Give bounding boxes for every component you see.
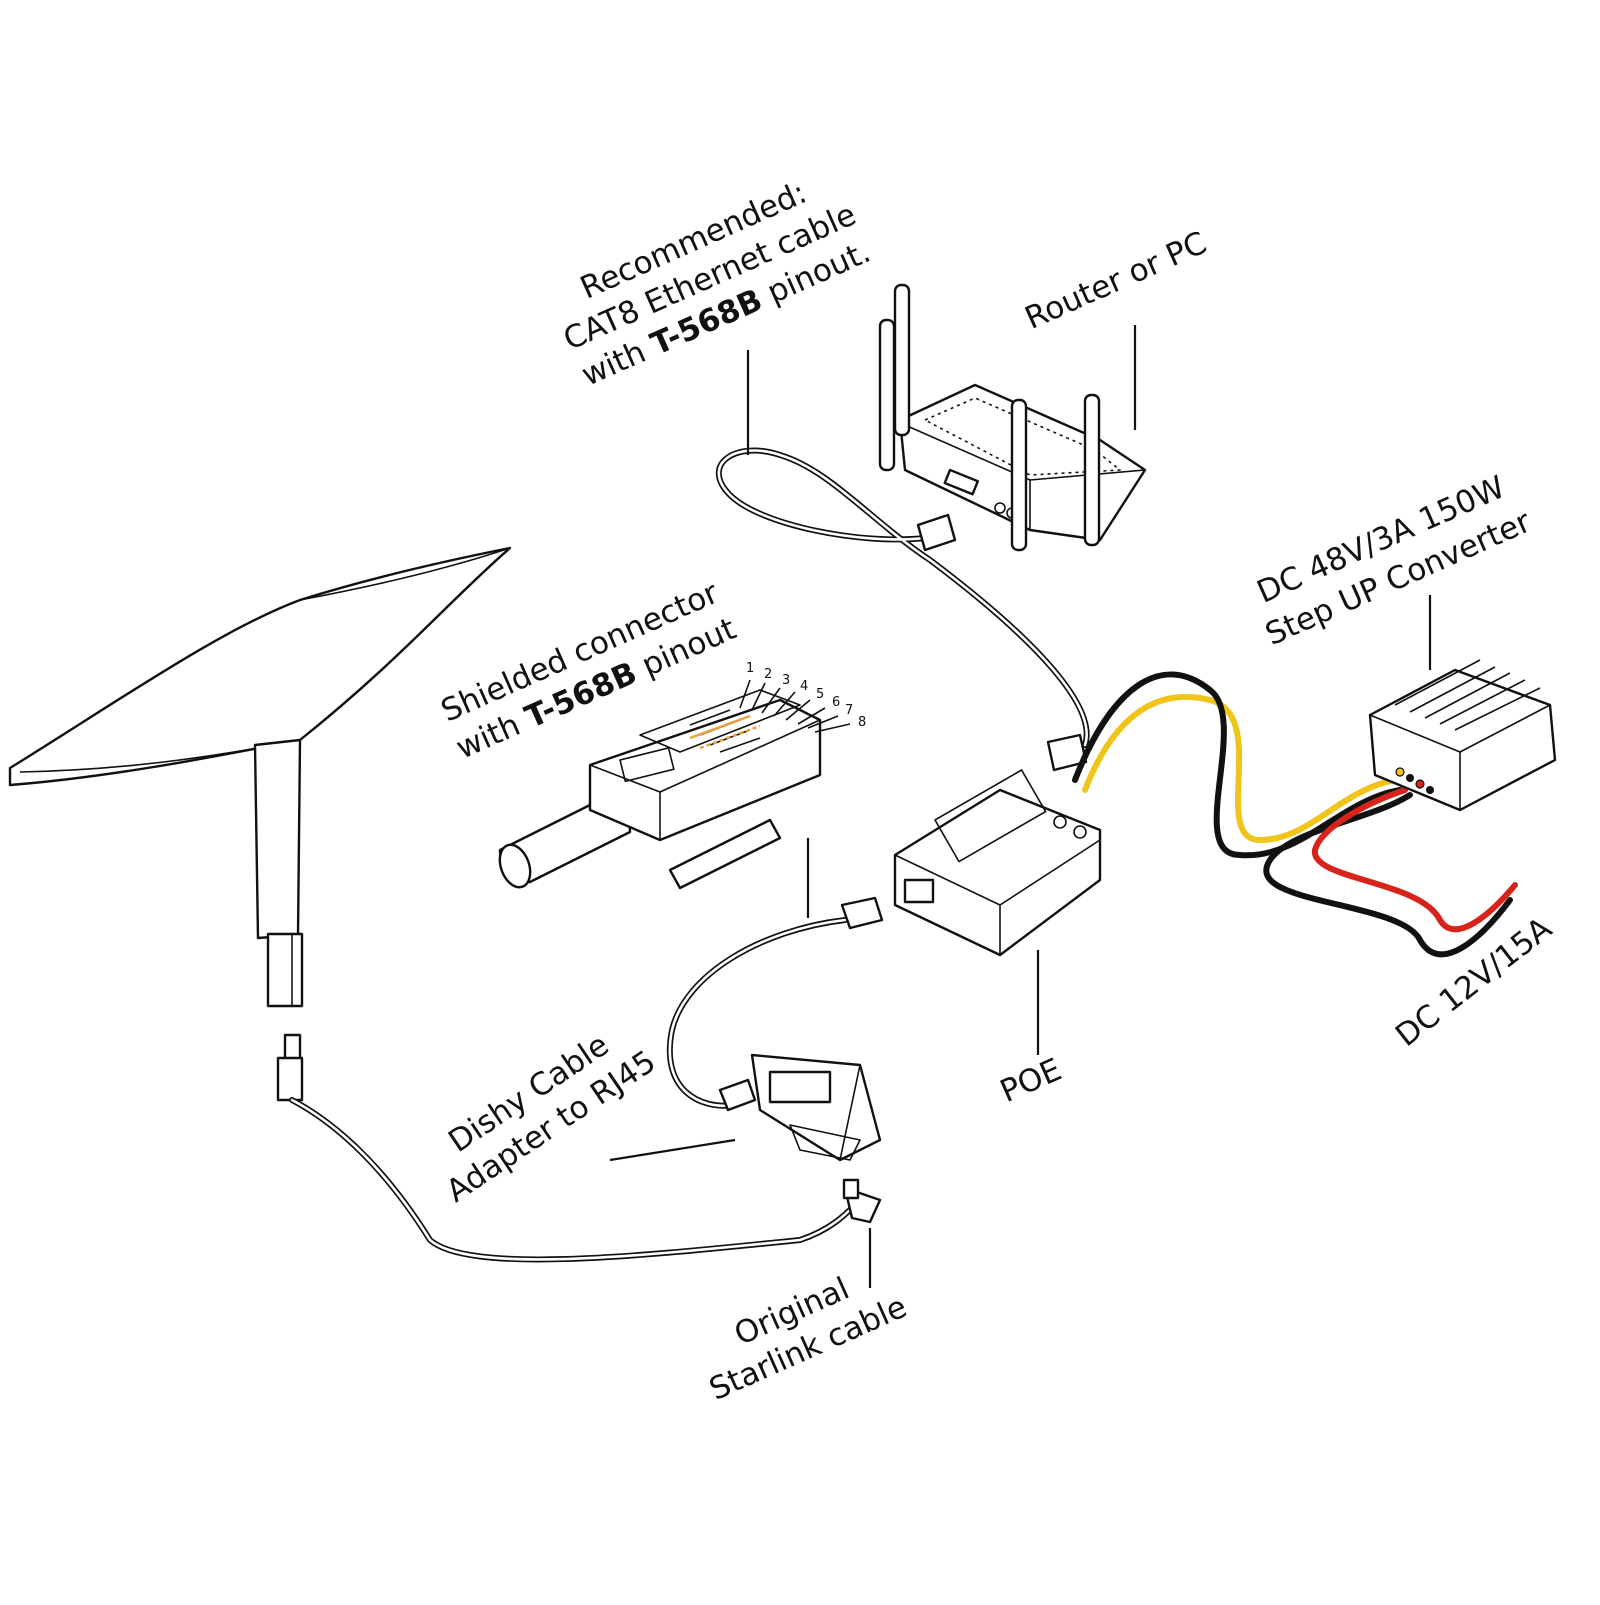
shielded-connector: 1 2 3 4 5 6 7 8 [498, 661, 866, 890]
pin-label-7: 7 [845, 703, 853, 718]
router-label: Router or PC [1020, 225, 1212, 337]
pin-label-3: 3 [782, 673, 790, 688]
pin-label-8: 8 [858, 715, 866, 730]
pin-label-6: 6 [832, 695, 840, 710]
ethernet-cable [715, 447, 1090, 772]
label-recommended-cable: Recommended: CAT8 Ethernet cable with T-… [558, 175, 876, 394]
step-up-converter [1368, 659, 1557, 812]
pin-label-5: 5 [816, 687, 824, 702]
label-starlink-cable: Original Starlink cable [704, 1271, 912, 1408]
router [878, 283, 1147, 552]
pin-label-4: 4 [800, 679, 808, 694]
adapter-patch-cable [667, 896, 884, 1112]
pin-label-1: 1 [746, 661, 754, 676]
starlink-dish [8, 546, 512, 1102]
dishy-cable-adapter [750, 1053, 882, 1162]
poe-label: POE [995, 1052, 1067, 1110]
label-dishy-adapter: Dishy Cable Adapter to RJ45 [440, 1027, 662, 1210]
starlink-cable [289, 1097, 882, 1263]
power-wires [1072, 671, 1518, 958]
pin-label-2: 2 [764, 667, 772, 682]
leader-lines [609, 325, 1432, 1288]
poe-injector [893, 769, 1102, 957]
label-converter: DC 48V/3A 150W Step UP Converter [1252, 469, 1537, 653]
